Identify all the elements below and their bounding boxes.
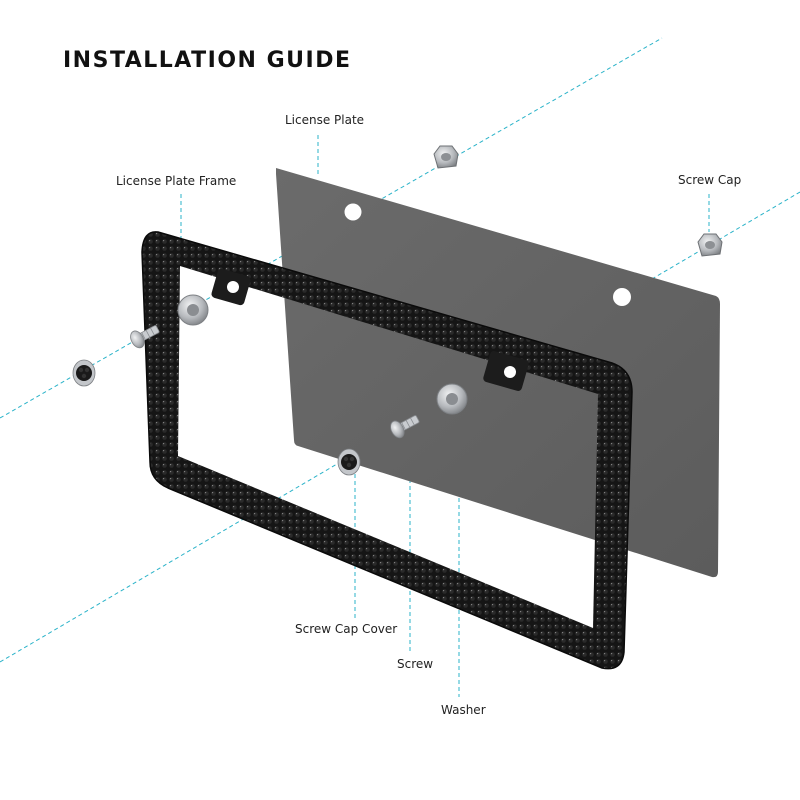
license-plate-frame (141, 231, 633, 670)
screw-left (130, 325, 160, 349)
plate-hole-left (344, 203, 362, 221)
washer-right (436, 383, 468, 415)
label-screw-cap: Screw Cap (678, 173, 742, 187)
label-washer: Washer (441, 703, 486, 717)
screw-cap-cover-left (72, 359, 96, 387)
label-license-plate-frame: License Plate Frame (116, 174, 237, 188)
label-license-plate: License Plate (285, 113, 365, 127)
screw-cap-cover-right (337, 448, 361, 476)
washer-left (177, 294, 209, 326)
page-title: INSTALLATION GUIDE (63, 48, 352, 73)
plate-hole-right (613, 288, 631, 306)
label-screw-cap-cover: Screw Cap Cover (295, 622, 398, 636)
screw-right (390, 415, 420, 439)
screw-cap-upper (433, 145, 459, 169)
label-screw: Screw (397, 657, 434, 671)
screw-cap-right (697, 233, 723, 257)
